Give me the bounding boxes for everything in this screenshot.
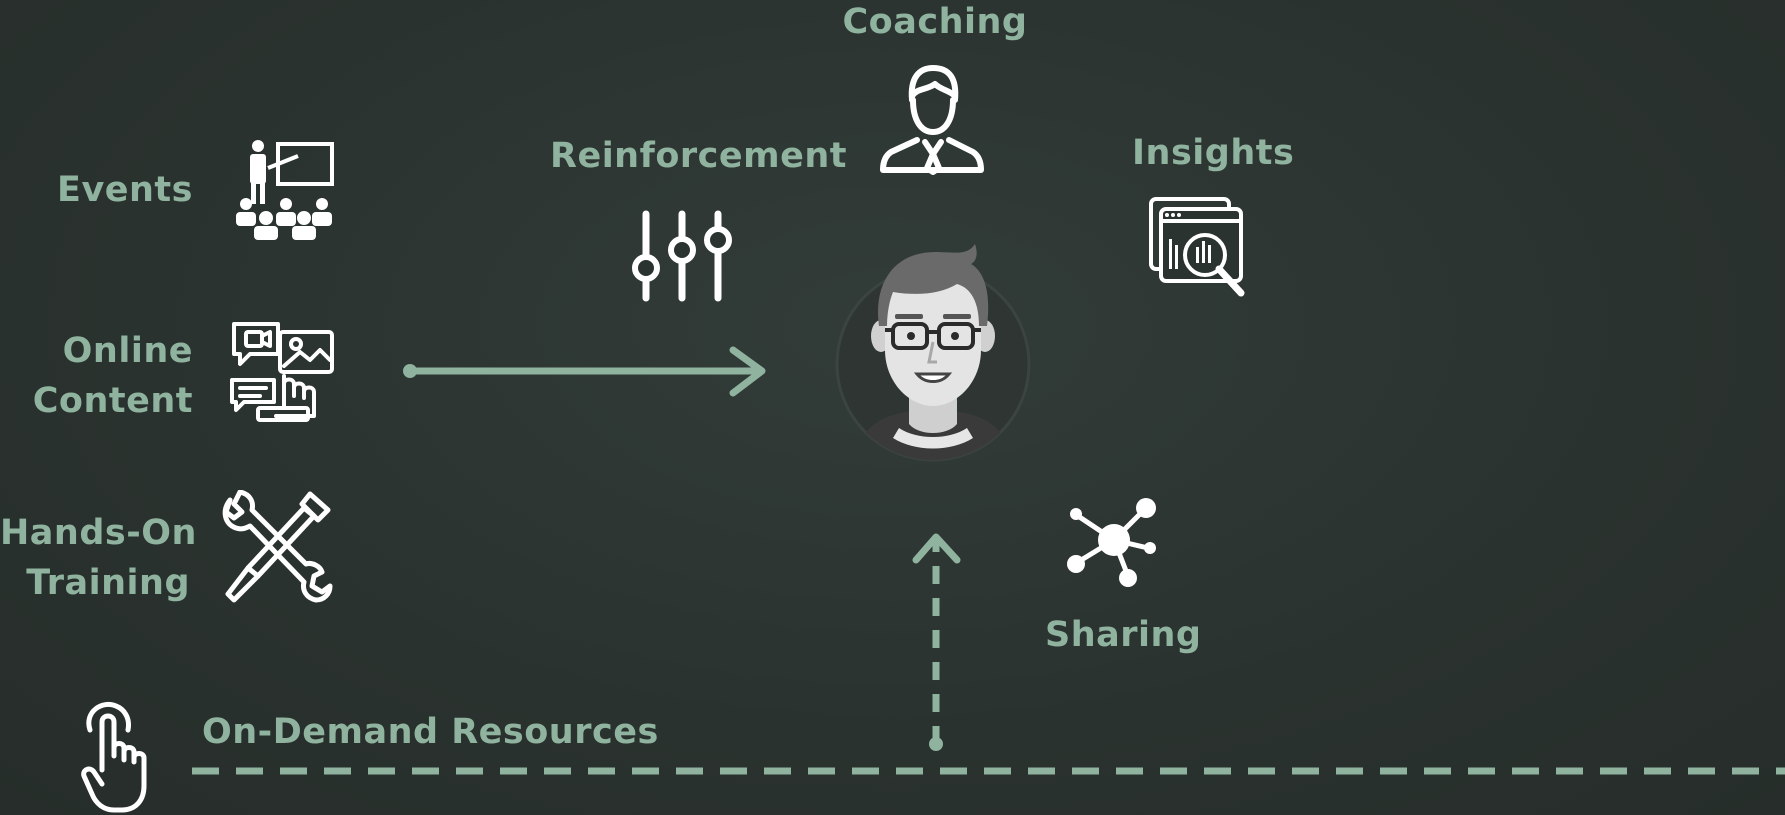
presentation-audience-icon: [236, 140, 334, 240]
network-hub-icon: [1067, 498, 1156, 587]
tap-finger-icon: [81, 702, 147, 813]
online-content-label-line1: Online: [62, 331, 193, 371]
main-arrow: [403, 346, 766, 397]
hands-on-training-label-line1: Hands-On: [0, 513, 197, 553]
businessman-icon: [880, 65, 984, 175]
hands-on-training-label-line2: Training: [26, 563, 190, 603]
online-content-label-line2: Content: [32, 381, 193, 421]
media-chat-icon: [230, 322, 334, 422]
sharing-label: Sharing: [1045, 615, 1202, 655]
reinforcement-label: Reinforcement: [550, 136, 847, 176]
insights-label: Insights: [1132, 133, 1295, 173]
events-label: Events: [57, 170, 193, 210]
person-avatar-icon: [835, 244, 1031, 462]
on-demand-resources-label: On-Demand Resources: [202, 712, 659, 752]
tools-icon: [222, 490, 333, 603]
sliders-icon: [632, 210, 732, 302]
coaching-label: Coaching: [842, 2, 1028, 42]
analytics-magnifier-icon: [1149, 197, 1245, 297]
dashed-up-arrow: [912, 533, 961, 751]
